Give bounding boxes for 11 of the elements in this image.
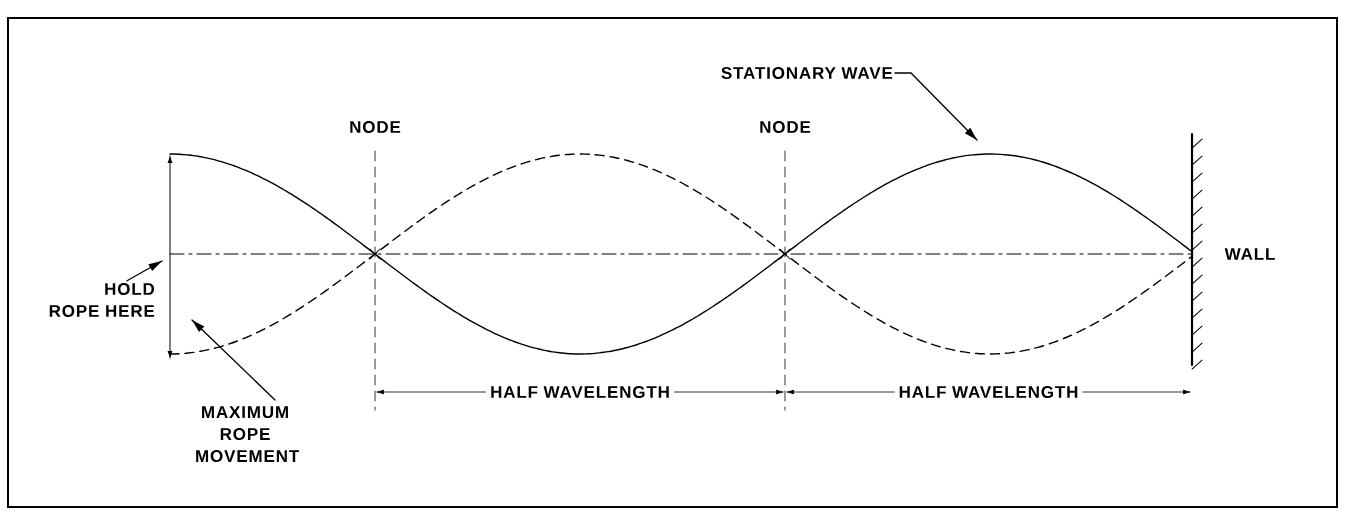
callout-text: MAXIMUM ROPE MOVEMENT xyxy=(196,406,299,463)
node-label: NODE xyxy=(350,121,401,134)
leader-line xyxy=(126,260,163,282)
leader-line xyxy=(191,319,276,401)
leader-line xyxy=(894,72,978,141)
wall-label: WALL xyxy=(1224,248,1275,260)
callout-text: HOLD ROPE HERE xyxy=(49,283,155,318)
dimension-label: HALF WAVELENGTH xyxy=(486,382,674,402)
node-label: NODE xyxy=(760,121,811,134)
dimension-label: HALF WAVELENGTH xyxy=(894,382,1083,402)
callout-text: STATIONARY WAVE xyxy=(721,67,893,80)
